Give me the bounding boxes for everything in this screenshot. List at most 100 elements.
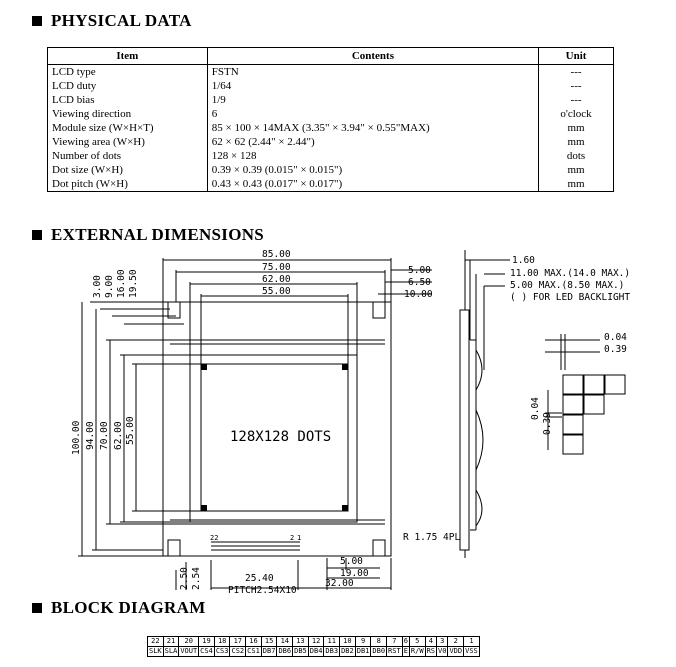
cell-unit: mm [538, 135, 614, 149]
module-outline [162, 301, 392, 557]
pin-number: 19 [198, 636, 215, 647]
pin-name: DB2 [339, 646, 356, 657]
dim-62-v: 62.00 [113, 421, 124, 450]
dim-100: 100.00 [71, 420, 82, 455]
mount-hole-tr [372, 301, 386, 319]
physical-data-heading: PHYSICAL DATA [32, 11, 192, 31]
mount-hole-br [372, 539, 386, 557]
dim-19: 19.00 [340, 568, 369, 579]
table-row: Dot pitch (W×H)0.43 × 0.43 (0.017" × 0.0… [47, 177, 614, 192]
pin-1-label: 1 [297, 534, 301, 542]
pin-name: VOUT [178, 646, 200, 657]
pin-name: CS2 [229, 646, 247, 657]
pin-22-label: 22 [210, 534, 218, 542]
pin-name: CS1 [245, 646, 262, 657]
pin-name: VSS [463, 646, 480, 657]
side-dim-2: 11.00 MAX.(14.0 MAX.) [510, 268, 630, 279]
pin-name: E [401, 646, 410, 657]
dim-62: 62.00 [262, 274, 291, 285]
dim-25-4: 25.40 [245, 573, 274, 584]
pin-name: DB3 [323, 646, 341, 657]
cell-item: Dot size (W×H) [47, 163, 208, 177]
cell-unit: mm [538, 163, 614, 177]
table-row: Module size (W×H×T)85 × 100 × 14MAX (3.3… [47, 121, 614, 135]
section-title: EXTERNAL DIMENSIONS [51, 225, 265, 244]
cell-item: Module size (W×H×T) [47, 121, 208, 135]
dot-dim-2: 0.39 [604, 344, 627, 355]
pin-number: 7 [386, 636, 403, 647]
dim-10: 10.00 [404, 289, 433, 300]
table-header-row: Item Contents Unit [47, 47, 614, 65]
active-area [200, 363, 349, 512]
pin-number: 13 [292, 636, 309, 647]
pin-number: 12 [307, 636, 325, 647]
cell-unit: --- [538, 64, 614, 79]
header-unit: Unit [538, 47, 614, 65]
side-dim-4: ( ) FOR LED BACKLIGHT [510, 292, 630, 303]
cell-item: Dot pitch (W×H) [47, 177, 208, 192]
dim-70: 70.00 [99, 421, 110, 450]
mount-hole-tl [167, 301, 181, 319]
cell-item: LCD bias [47, 93, 208, 107]
pin-2-label: 2 [290, 534, 294, 542]
pin-name: VDD [447, 646, 465, 657]
table-row: Dot size (W×H)0.39 × 0.39 (0.015" × 0.01… [47, 163, 614, 177]
pin-name: RST [386, 646, 403, 657]
header-contents: Contents [206, 47, 540, 65]
cell-unit: o'clock [538, 107, 614, 121]
dim-2-5: 2.50 [179, 567, 190, 590]
pin-number: 11 [323, 636, 341, 647]
center-label: 128X128 DOTS [230, 429, 331, 445]
section-title: BLOCK DIAGRAM [51, 598, 206, 617]
pin-number: 15 [260, 636, 278, 647]
cell-contents: 0.39 × 0.39 (0.015" × 0.015") [206, 163, 540, 177]
dim-94: 94.00 [85, 421, 96, 450]
pin-number: 18 [213, 636, 231, 647]
header-item: Item [47, 47, 208, 65]
cell-unit: dots [538, 149, 614, 163]
cell-contents: 0.43 × 0.43 (0.017" × 0.017") [206, 177, 540, 192]
pin-number: 21 [162, 636, 180, 647]
pin-number: 4 [424, 636, 438, 647]
pin-number: 5 [408, 636, 426, 647]
pin-number: 1 [463, 636, 480, 647]
dim-6-5: 6.50 [408, 277, 431, 288]
cell-contents: 85 × 100 × 14MAX (3.35" × 3.94" × 0.55"M… [206, 121, 540, 135]
cell-contents: 128 × 128 [206, 149, 540, 163]
dim-55-v: 55.00 [125, 416, 136, 445]
pin-name: V0 [435, 646, 449, 657]
pin-number: 22 [147, 636, 164, 647]
dim-55: 55.00 [262, 286, 291, 297]
pin-name: SLA [162, 646, 180, 657]
pin-number: 2 [447, 636, 465, 647]
pin-name: DB7 [260, 646, 278, 657]
pin-number: 3 [435, 636, 449, 647]
dim-2-54: 2.54 [191, 567, 202, 590]
radius-note: R 1.75 4PL [403, 532, 460, 543]
dim-19-5: 19.50 [128, 269, 139, 298]
cell-contents: FSTN [206, 64, 540, 79]
pin-name: DB4 [307, 646, 325, 657]
pin-name: DB6 [276, 646, 294, 657]
cell-contents: 6 [206, 107, 540, 121]
pin-number: 20 [178, 636, 200, 647]
pin-name: R/W [408, 646, 426, 657]
side-dim-3: 5.00 MAX.(8.50 MAX.) [510, 280, 624, 291]
pin-number: 16 [245, 636, 262, 647]
dim-5: 5.00 [408, 265, 431, 276]
dim-75: 75.00 [262, 262, 291, 273]
dim-16: 16.00 [116, 269, 127, 298]
pin-number: 8 [370, 636, 388, 647]
external-dimensions-heading: EXTERNAL DIMENSIONS [32, 225, 264, 245]
dot-dim-v2: 0.39 [542, 412, 553, 435]
pin-name: SLK [147, 646, 164, 657]
cell-item: Viewing area (W×H) [47, 135, 208, 149]
pin-name: CS3 [213, 646, 231, 657]
